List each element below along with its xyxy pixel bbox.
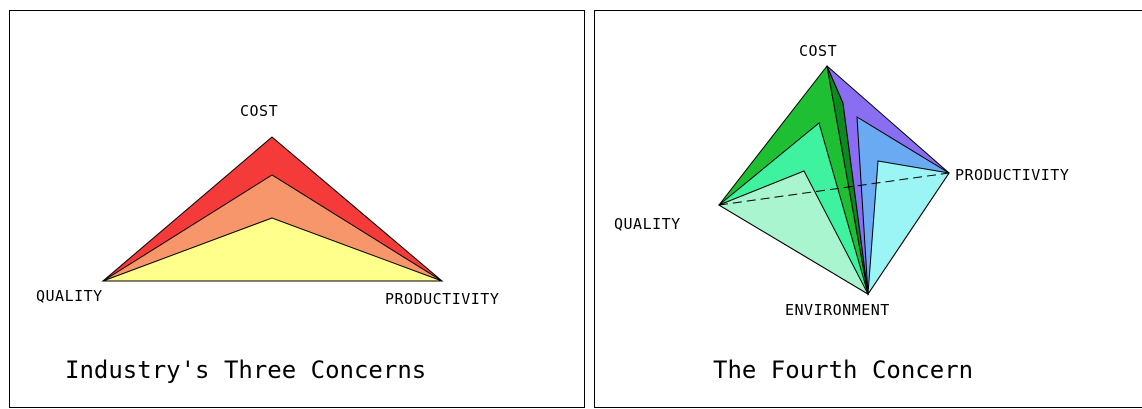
label-productivity: PRODUCTIVITY <box>385 290 499 308</box>
label-environment: ENVIRONMENT <box>785 301 890 319</box>
caption: The Fourth Concern <box>713 356 973 384</box>
face-right-inner <box>867 160 950 296</box>
three-concerns-diagram: COST QUALITY PRODUCTIVITY Industry's Thr… <box>36 102 499 384</box>
caption: Industry's Three Concerns <box>65 356 426 384</box>
three-concerns-panel: COST QUALITY PRODUCTIVITY Industry's Thr… <box>9 10 585 408</box>
label-cost: COST <box>799 42 837 60</box>
label-quality: QUALITY <box>36 287 103 305</box>
fourth-concern-diagram: COST PRODUCTIVITY QUALITY ENVIRONMENT Th… <box>614 42 1069 384</box>
label-quality: QUALITY <box>614 215 681 233</box>
hidden-edge <box>718 172 950 206</box>
fourth-concern-panel: COST PRODUCTIVITY QUALITY ENVIRONMENT Th… <box>594 10 1142 408</box>
label-cost: COST <box>240 102 278 120</box>
face-left-front <box>717 170 870 296</box>
label-productivity: PRODUCTIVITY <box>955 166 1069 184</box>
